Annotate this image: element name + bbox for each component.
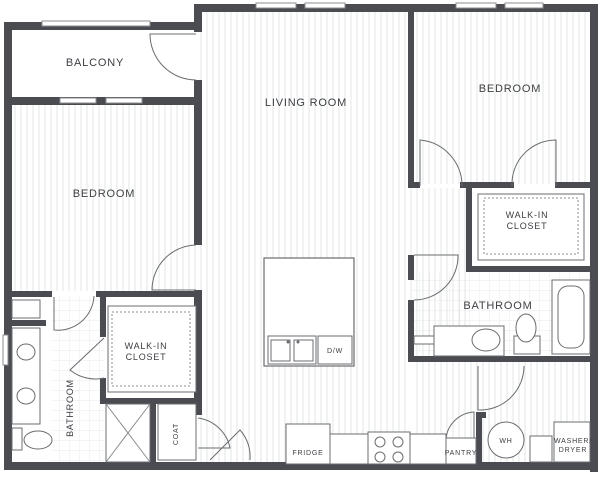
closets — [107, 193, 585, 461]
dryer — [553, 421, 591, 463]
window — [41, 20, 151, 27]
bathroom-left-fixtures — [11, 299, 151, 463]
balcony-label: BALCONY — [66, 57, 124, 69]
toilet-tank — [11, 427, 23, 451]
balcony-door — [149, 33, 197, 81]
bedroom-left-door — [151, 244, 197, 291]
linen-shelf — [11, 299, 41, 319]
bedroom-right-label: BEDROOM — [479, 83, 541, 95]
walk-in-closet-left — [107, 305, 197, 393]
walk-in-closet-left-label-1: WALK-IN — [125, 341, 168, 351]
laundry — [487, 421, 591, 463]
coat-label: COAT — [173, 423, 180, 445]
coat-door — [197, 417, 231, 449]
water-heater — [487, 421, 525, 459]
fridge — [285, 423, 331, 465]
living-room-label: LIVING ROOM — [265, 97, 347, 109]
window — [105, 97, 143, 104]
entry-door — [209, 429, 251, 461]
window — [255, 2, 297, 9]
water-heater-label: WH — [499, 438, 512, 445]
fridge-label: FRIDGE — [292, 450, 323, 457]
dishwasher-label: D/W — [327, 348, 343, 355]
sink — [16, 343, 36, 361]
bath-right-door — [413, 254, 459, 301]
bedroom-left-label: BEDROOM — [73, 188, 135, 200]
windows — [2, 2, 544, 366]
bathroom-right-fixtures — [413, 279, 591, 357]
pantry-label: PANTRY — [445, 450, 478, 457]
walk-in-closet-left-label-2: CLOSET — [126, 352, 167, 362]
window — [2, 334, 9, 366]
dishwasher — [317, 335, 353, 365]
bathroom-right-label: BATHROOM — [463, 300, 532, 312]
walk-in-closet-right-label-2: CLOSET — [507, 221, 548, 231]
window — [504, 2, 544, 9]
pantry-door — [445, 411, 475, 439]
washer — [529, 435, 553, 463]
fixture-labels: D/W FRIDGE PANTRY COAT WH WASHER/ DRYER — [173, 348, 592, 457]
laundry-door — [477, 365, 525, 411]
window — [455, 2, 497, 9]
walk-in-closet-right-label-1: WALK-IN — [506, 210, 549, 220]
bedroom-right-door — [419, 139, 463, 187]
range — [367, 431, 411, 465]
walk-in-closet-right — [477, 193, 585, 261]
doors — [53, 33, 557, 461]
room-labels: BALCONY LIVING ROOM BEDROOM BEDROOM WALK… — [65, 57, 548, 437]
vanity — [11, 327, 41, 425]
bath-left-door — [53, 295, 95, 331]
toilet — [23, 430, 53, 450]
closet-left-door — [69, 337, 105, 380]
closet-right-door — [511, 139, 557, 187]
bathroom-left-label: BATHROOM — [65, 379, 75, 437]
sink — [471, 328, 501, 352]
window — [304, 2, 346, 9]
sink — [16, 387, 36, 405]
kitchen — [263, 257, 477, 465]
washer-dryer-label-1: WASHER/ — [554, 438, 592, 445]
window — [59, 97, 97, 104]
pantry — [445, 437, 477, 465]
toilet — [515, 313, 537, 343]
washer-dryer-label-2: DRYER — [559, 447, 587, 454]
floor-fill — [10, 10, 594, 465]
coat-closet — [157, 403, 197, 461]
